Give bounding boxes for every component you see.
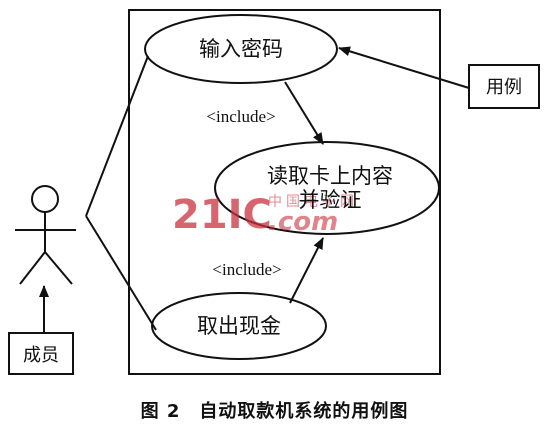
note-box (468, 64, 540, 109)
use-case-enter-password-label: 输入密码 (199, 36, 283, 61)
use-case-read-card (214, 141, 440, 235)
association-enter-password (85, 55, 149, 217)
use-case-enter-password (144, 14, 338, 84)
actor-figure (15, 185, 76, 285)
system-boundary (128, 9, 441, 375)
use-case-read-card-line1: 读取卡上内容 (267, 163, 393, 188)
use-case-withdraw-cash (151, 292, 327, 360)
include-arrow-top (284, 81, 324, 145)
figure-caption: 图 2 自动取款机系统的用例图 (140, 401, 409, 422)
include-label-bottom: <include> (212, 260, 282, 279)
actor-left-leg (19, 251, 46, 285)
use-case-read-card-label: 读取卡上内容 并验证 (267, 164, 393, 212)
note-arrow (338, 46, 470, 89)
include-arrow-bottom (289, 237, 324, 304)
actor-head (31, 185, 59, 213)
include-label-top: <include> (206, 107, 276, 126)
actor-label: 成员 (23, 345, 59, 366)
actor-label-box (8, 332, 74, 375)
note-label: 用例 (486, 77, 522, 98)
use-case-read-card-line2: 并验证 (298, 188, 362, 212)
use-case-withdraw-cash-label: 取出现金 (197, 313, 281, 338)
actor-right-leg (44, 251, 73, 285)
association-withdraw-cash (85, 215, 157, 331)
